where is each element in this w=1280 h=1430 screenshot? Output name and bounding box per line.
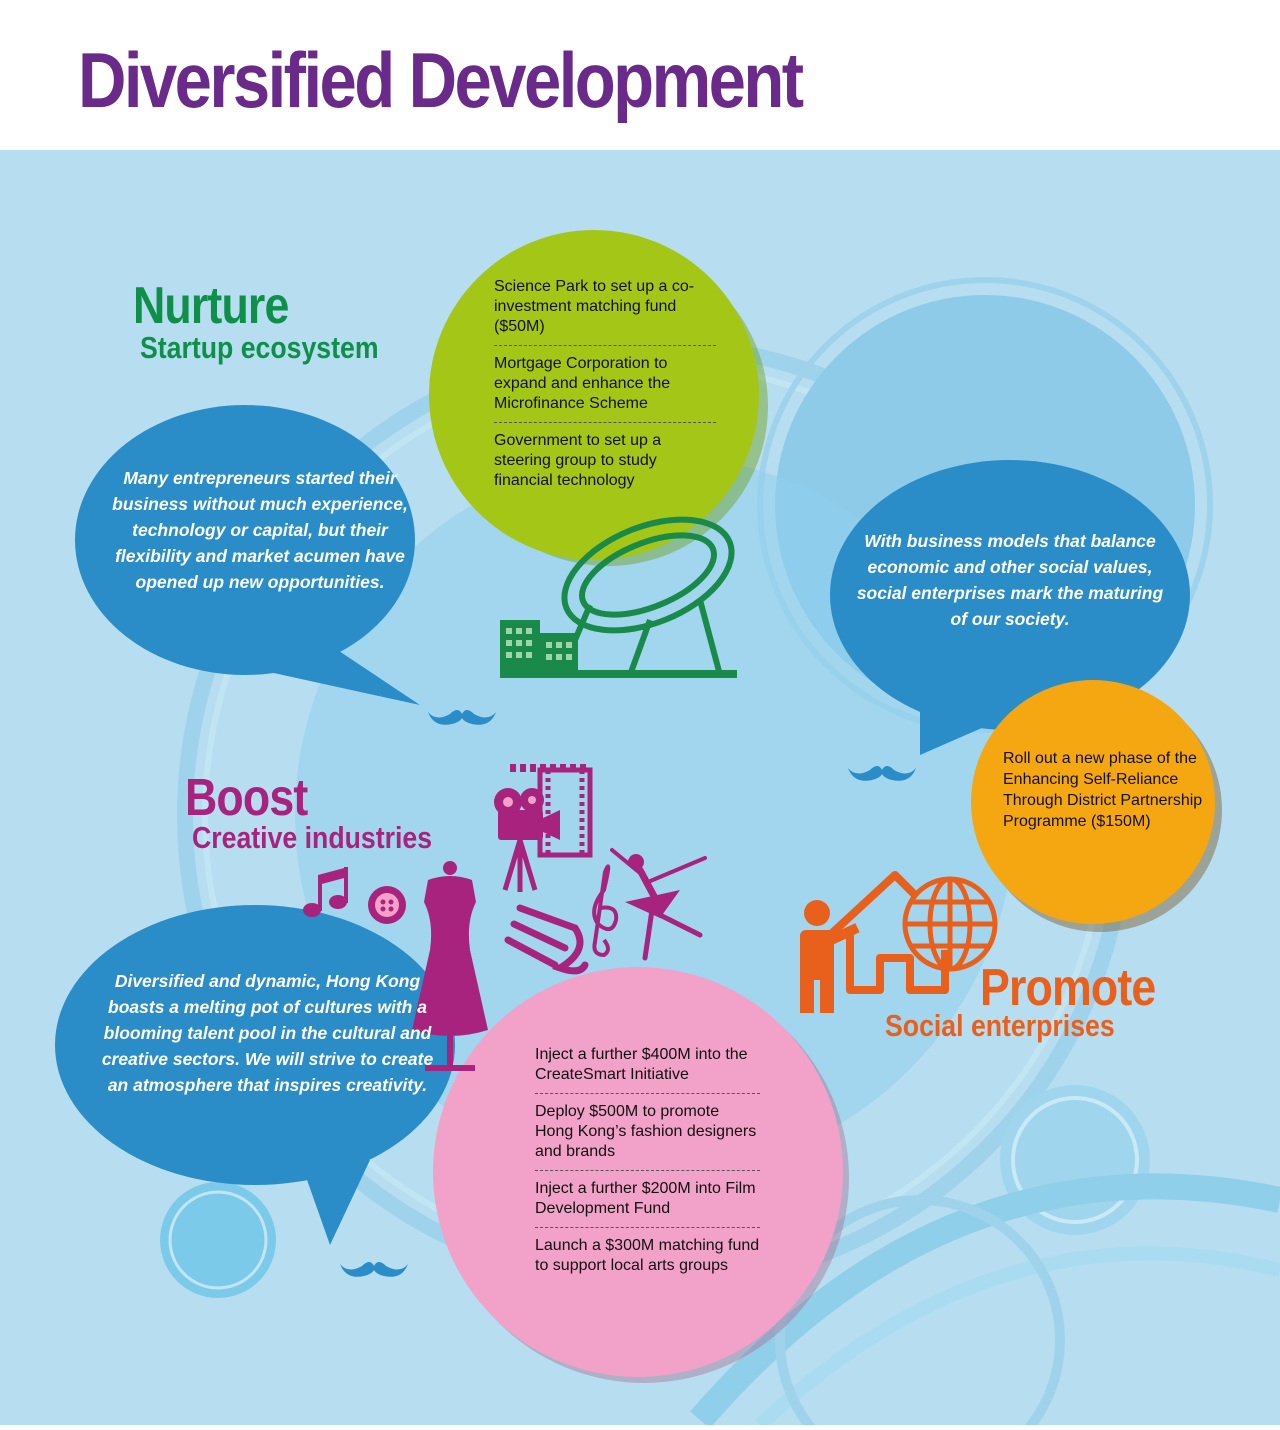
globe-icon — [902, 876, 998, 972]
boost-measure-item: Inject a further $200M into Film Develop… — [535, 1171, 760, 1228]
boost-subheader: Creative industries — [192, 822, 471, 853]
treble-clef-icon — [592, 864, 619, 958]
music-note-icon — [303, 867, 348, 917]
nurture-subheader: Startup ecosystem — [140, 332, 417, 363]
bottom-left-circle — [160, 1182, 276, 1298]
boost-measures-circle — [433, 967, 843, 1377]
boost-quote: Diversified and dynamic, Hong Kong boast… — [101, 971, 434, 1095]
nurture-heading: Nurture — [133, 277, 289, 335]
promote-header: Promote — [980, 962, 1184, 1014]
boost-measure-item: Inject a further $400M into the CreateSm… — [535, 1045, 760, 1094]
button-icon — [368, 886, 406, 924]
promote-subheading: Social enterprises — [885, 1008, 1115, 1043]
bottom-swirl-ring — [775, 1195, 1065, 1425]
promote-bubble-tail — [920, 690, 1000, 755]
nurture-subheading: Startup ecosystem — [140, 330, 379, 365]
mustache-icon — [428, 710, 496, 725]
page-title: Diversified Development — [78, 36, 804, 124]
promote-measure-item: Roll out a new phase of the Enhancing Se… — [1003, 750, 1203, 830]
boost-bubble-tail — [300, 1160, 370, 1245]
bottom-right-ring — [1011, 1096, 1139, 1224]
boost-measure-item: Launch a $300M matching fund to support … — [535, 1237, 760, 1274]
house-icon — [827, 871, 949, 994]
promote-measures: Roll out a new phase of the Enhancing Se… — [1003, 748, 1203, 832]
person-icon — [800, 900, 860, 1013]
boost-header: Boost — [185, 772, 327, 824]
boost-measures: Inject a further $400M into the CreateSm… — [535, 1045, 760, 1284]
promote-quote-box: With business models that balance econom… — [855, 528, 1165, 632]
infographic-panel: Nurture Startup ecosystem Many entrepren… — [0, 150, 1280, 1425]
nurture-quote: Many entrepreneurs started their busines… — [112, 468, 408, 592]
ballet-dancer-icon — [610, 848, 707, 961]
nurture-measure-item: Mortgage Corporation to expand and enhan… — [494, 346, 716, 423]
promote-heading: Promote — [980, 959, 1156, 1017]
nurture-header: Nurture — [133, 280, 314, 332]
nurture-bubble-tail — [260, 645, 420, 705]
film-camera-icon — [494, 788, 560, 892]
boost-heading: Boost — [185, 769, 308, 827]
boost-subheading: Creative industries — [192, 820, 433, 855]
mustache-icon — [848, 766, 916, 781]
nurture-measure-item: Science Park to set up a co-investment m… — [494, 277, 716, 346]
promote-measures-circle — [971, 680, 1215, 924]
background-decoration — [55, 230, 1280, 1425]
promote-quote: With business models that balance econom… — [856, 531, 1164, 629]
nurture-measures-circle — [429, 230, 759, 560]
nurture-quote-box: Many entrepreneurs started their busines… — [105, 465, 415, 595]
bottom-left-ring — [168, 1190, 268, 1290]
boost-measure-item: Deploy $500M to promote Hong Kong’s fash… — [535, 1094, 760, 1171]
fabric-icon — [504, 904, 589, 975]
promote-speech-bubble — [830, 460, 1190, 730]
nurture-measures: Science Park to set up a co-investment m… — [494, 277, 716, 499]
boost-speech-bubble — [55, 905, 455, 1185]
promote-subheader: Social enterprises — [885, 1010, 1152, 1041]
boost-quote-box: Diversified and dynamic, Hong Kong boast… — [95, 968, 440, 1098]
nurture-measure-item: Government to set up a steering group to… — [494, 432, 662, 489]
mustache-icon — [340, 1262, 408, 1277]
nurture-speech-bubble — [75, 405, 415, 675]
swirl-band — [690, 1173, 1280, 1425]
swirl-band-thin — [755, 1246, 1280, 1425]
dress-form-icon — [412, 861, 488, 1071]
